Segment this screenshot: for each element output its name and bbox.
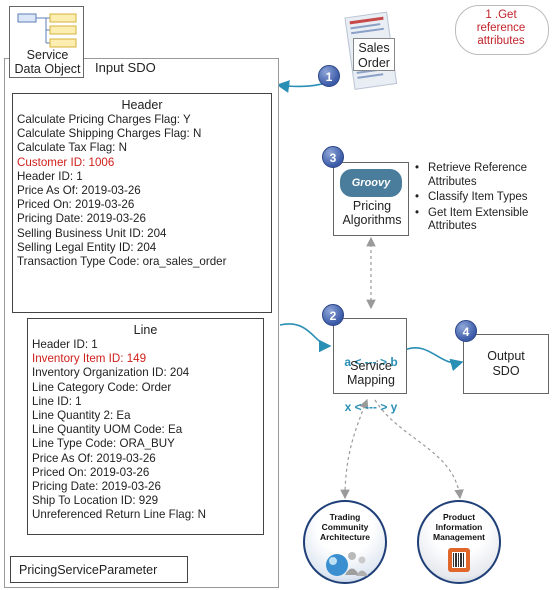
header-field: Customer ID: 1006: [17, 155, 115, 169]
line-field: Priced On: 2019-03-26: [32, 465, 150, 479]
output-sdo-label-line-1: Output: [487, 349, 525, 363]
bullet-dot-icon: •: [415, 206, 420, 219]
sales-order-label-line-2: Order: [358, 56, 390, 70]
arrow-mapping-to-output: [404, 347, 464, 372]
line-field: Line Quantity UOM Code: Ea: [32, 423, 183, 437]
bullet-dot-icon: •: [415, 162, 420, 174]
header-field: Calculate Pricing Charges Flag: Y: [17, 113, 191, 126]
header-field: Selling Legal Entity ID: 204: [17, 240, 157, 254]
line-field: Header ID: 1: [32, 338, 98, 351]
bullet-dot-icon: •: [415, 191, 420, 203]
line-field: Line Category Code: Order: [32, 380, 172, 394]
output-sdo-box: Output SDO: [463, 334, 549, 394]
tca-line-1: Trading: [329, 512, 361, 522]
line-field: Pricing Date: 2019-03-26: [32, 480, 161, 494]
pricing-service-parameter-box: PricingServiceParameter: [10, 556, 188, 583]
service-mapping-label-line-1: Service: [350, 359, 392, 373]
algorithm-bullet-text: Classify Item Types: [428, 191, 528, 203]
algorithm-bullet-text: Retrieve Reference Attributes: [428, 162, 528, 188]
header-field: Selling Business Unit ID: 204: [17, 226, 167, 240]
callout-line-1: 1 .Get: [485, 9, 517, 21]
callout-get-reference-attributes: [455, 5, 549, 55]
output-sdo-label-line-2: SDO: [492, 364, 520, 378]
service-data-object-box: Service Data Object: [9, 6, 84, 78]
line-field: Line Quantity 2: Ea: [32, 409, 131, 423]
line-field: Inventory Organization ID: 204: [32, 366, 190, 380]
line-field: Price As Of: 2019-03-26: [32, 451, 156, 465]
header-field: Priced On: 2019-03-26: [17, 198, 135, 212]
pricing-algorithms-box: Groovy Pricing Algorithms: [333, 162, 409, 236]
pim-line-3: Management: [433, 532, 485, 542]
groovy-logo-icon: Groovy: [340, 169, 402, 197]
pim-line-1: Product: [442, 512, 476, 522]
line-field: Ship To Location ID: 929: [32, 494, 159, 508]
algorithm-bullet-text: Get Item Extensible Attributes: [428, 206, 529, 233]
arrow-line-to-mapping: [279, 323, 332, 353]
sales-order-label-line-1: Sales: [358, 41, 390, 55]
header-field: Price As Of: 2019-03-26: [17, 184, 141, 198]
line-field: Inventory Item ID: 149: [32, 352, 147, 366]
header-box: Header Calculate Pricing Charges Flag: Y…: [12, 93, 272, 313]
pricing-service-parameter-label: PricingServiceParameter: [19, 563, 158, 577]
header-field: Calculate Shipping Charges Flag: N: [17, 127, 202, 141]
callout-line-2: reference: [476, 22, 526, 34]
input-sdo-title: Input SDO: [95, 60, 156, 75]
sdo-label-line-2: Data Object: [14, 62, 81, 76]
sdo-label-line-1: Service: [26, 48, 69, 62]
sales-order-label-box: Sales Order: [353, 38, 395, 71]
step-1-badge: 1: [318, 65, 340, 87]
step-3-badge: 3: [322, 146, 344, 168]
algorithm-bullet-item: • Classify Item Types: [415, 191, 551, 205]
pricing-algorithms-label-line-1: Pricing: [352, 199, 392, 213]
step-2-badge: 2: [322, 304, 344, 326]
line-title: Line: [133, 323, 158, 337]
tree-hierarchy-icon: [17, 13, 77, 48]
line-field: Line Type Code: ORA_BUY: [32, 437, 175, 451]
header-field: Transaction Type Code: ora_sales_order: [17, 255, 227, 269]
pim-line-2: Information: [435, 522, 483, 532]
line-field: Unreferenced Return Line Flag: N: [32, 508, 206, 522]
pricing-algorithms-label-line-2: Algorithms: [342, 213, 402, 227]
algorithm-bullet-item: • Retrieve Reference Attributes: [415, 162, 551, 189]
dashed-mapping-pim: [374, 399, 464, 500]
line-field: Line ID: 1: [32, 394, 82, 408]
header-field: Header ID: 1: [17, 169, 83, 183]
algorithm-bullet-item: • Get Item Extensible Attributes: [415, 207, 551, 234]
service-mapping-box: a < --- > b x < --- > y Service Mapping: [333, 318, 407, 414]
callout-line-3: attributes: [477, 35, 525, 47]
algorithm-bullet-list: • Retrieve Reference Attributes • Classify …: [415, 162, 551, 236]
step-4-badge: 4: [455, 320, 477, 342]
mapping-line-2: x < --- > y: [344, 400, 398, 414]
mapping-line-1: a < --- > b: [344, 355, 398, 369]
callout-text: 1 .Get reference attributes: [455, 9, 547, 48]
header-title: Header: [121, 98, 163, 112]
tca-line-3: Architecture: [319, 532, 371, 542]
header-field: Calculate Tax Flag: N: [17, 141, 127, 155]
service-mapping-label-line-2: Mapping: [347, 373, 395, 387]
tca-line-2: Community: [321, 522, 369, 532]
header-field: Pricing Date: 2019-03-26: [17, 212, 146, 226]
